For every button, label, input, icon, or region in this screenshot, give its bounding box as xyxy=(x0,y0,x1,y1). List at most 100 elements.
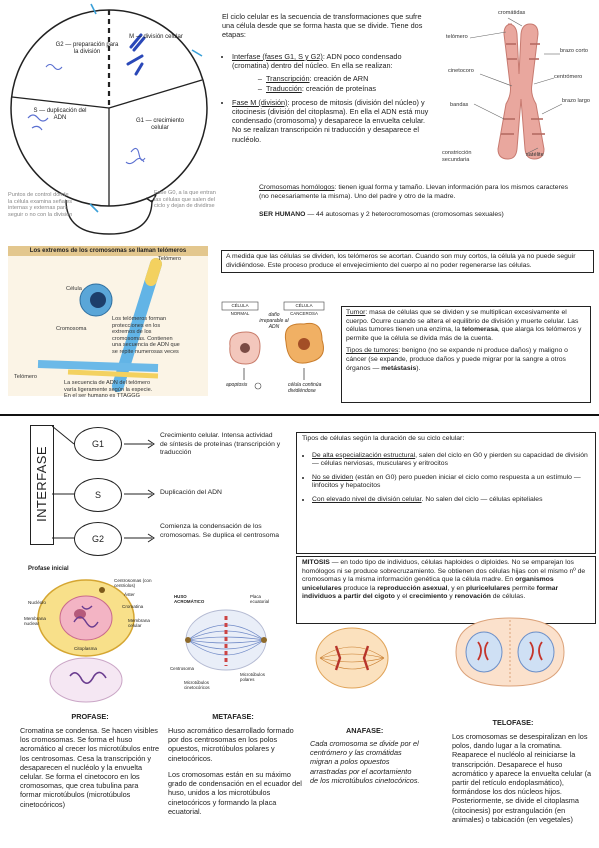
anafase-chromatids xyxy=(334,645,370,671)
apoptosis-mark xyxy=(254,382,262,390)
profase-centrosome xyxy=(99,587,105,593)
checkpoints-note: Puntos de control donde la célula examin… xyxy=(8,192,73,218)
interfase-title: Interfase (fases G1, S y G2) xyxy=(232,52,323,61)
m-label: M — división celular xyxy=(129,34,183,40)
mitosis-b5: crecimiento xyxy=(409,593,448,601)
homologos-body: : tienen igual forma y tamaño. Llevan in… xyxy=(259,184,569,200)
telomere-top xyxy=(145,258,162,286)
metafase-figure: HUSO ACROMÁTICO Placa ecuatorial Centros… xyxy=(164,590,284,702)
anafase-text: Cada cromosoma se divide por el centróme… xyxy=(310,739,420,785)
cell-type-2: No se dividen (están en G0) pero pueden … xyxy=(312,474,590,491)
cromosoma-label: Cromosoma xyxy=(56,326,87,332)
normal-tag xyxy=(221,301,259,311)
telomerasa: telomerasa xyxy=(462,326,498,334)
cell-type-2-text: (están en G0) pero pueden iniciar el cic… xyxy=(312,473,581,490)
metafase-text1: Huso acromático desarrollado formado por… xyxy=(168,726,294,763)
mitosis-text1: — en todo tipo de individuos, células ha… xyxy=(302,559,586,584)
telomeres-desc2: La secuencia de ADN del telómero varía l… xyxy=(64,380,153,400)
transcripcion-item: Transcripción: creación de ARN xyxy=(266,74,432,83)
centromero-label: centrómero xyxy=(554,74,583,80)
tumor-title: Tumor xyxy=(346,309,366,316)
mitosis-text7: de células. xyxy=(490,593,526,601)
cell-types-title: Tipos de células según la duración de su… xyxy=(302,435,465,442)
telofase-nucleus-left xyxy=(465,631,503,673)
mitosis-b2: reproducción asexual xyxy=(377,584,448,592)
citoplasma-label: Citoplasma xyxy=(74,646,97,651)
cell-type-3-text: . No salen del ciclo — células epitelial… xyxy=(421,495,543,503)
continua-label: célula continúa dividiéndose xyxy=(288,382,322,394)
satelite-label: satélite xyxy=(526,152,544,158)
mitosis-text6: y xyxy=(447,593,455,601)
homologos-title: Cromosomas homólogos xyxy=(259,184,335,191)
profase2-chromosomes xyxy=(69,671,107,684)
mitosis-text5: y el xyxy=(394,593,410,601)
nucleus-drawing xyxy=(90,292,106,308)
g2-desc: Comienza la condensación de los cromosom… xyxy=(160,523,279,539)
checkpoint-mark-2 xyxy=(191,49,203,57)
transcripcion-text: : creación de ARN xyxy=(309,74,369,84)
dna-strand xyxy=(37,360,159,372)
interfase-item: Interfase (fases G1, S y G2): ADN poco c… xyxy=(232,52,432,93)
tumor-text1: : masa de células que se dividen y se mu… xyxy=(346,309,579,334)
anafase-title: ANAFASE: xyxy=(346,726,384,735)
tumor-box: Tumor: masa de células que se dividen y … xyxy=(341,306,591,403)
ser-humano-body: — 44 autosomas y 2 heterocromosomas (cro… xyxy=(305,211,504,218)
traduccion-text: : creación de proteínas xyxy=(301,83,377,93)
normal-nucleus xyxy=(240,343,250,353)
normal-cell-label: CÉLULA NORMAL xyxy=(230,303,250,316)
checkpoint-mark-3 xyxy=(89,203,99,213)
g1-phase-chromatin xyxy=(125,147,146,165)
telomeres-header: Los extremos de los cromosomas se llaman… xyxy=(8,246,208,256)
profase-nucleus xyxy=(59,595,113,641)
cell-types-box: Tipos de células según la duración de su… xyxy=(296,432,596,554)
membrana-nuclear-label: Membrana nuclear xyxy=(24,616,46,627)
tipos-text2: ). xyxy=(416,364,421,372)
g2-label: G2 — preparación para la división xyxy=(55,42,119,56)
cell-type-3-title: Con elevado nivel de división celular xyxy=(312,495,422,503)
tipos-paragraph: Tipos de tumores: benigno (no se expande… xyxy=(346,347,586,373)
g1-label: G1 — crecimiento celular xyxy=(135,118,184,132)
telofase-text: Los cromosomas se desespiralizan en los … xyxy=(452,732,592,824)
metafase-centrosome-left xyxy=(185,637,191,643)
celula-label: Célula xyxy=(66,286,82,292)
transcripcion-title: Transcripción xyxy=(266,74,310,84)
interfase-connectors xyxy=(52,425,155,543)
telomeres-desc1: Los telómeros forman protecciones en los… xyxy=(112,316,180,355)
mitosis-box: MITOSIS — en todo tipo de individuos, cé… xyxy=(296,556,596,624)
constriccion-label: constricción secundaria xyxy=(442,150,472,163)
s-phase-chromatin xyxy=(27,114,49,131)
telofase-svg xyxy=(455,617,565,687)
chromosome-svg xyxy=(469,17,563,160)
intro-text: El ciclo celular es la secuencia de tran… xyxy=(222,12,423,40)
tumor-paragraph: Tumor: masa de células que se dividen y … xyxy=(346,309,586,343)
profase-text: Cromatina se condensa. Se hacen visibles… xyxy=(20,726,160,809)
cell-type-1: De alta especialización estructural, sal… xyxy=(312,452,590,469)
cinetocoro-label: cinetocoro xyxy=(448,68,474,74)
microtubulos-pol-label: Microtúbulos polares xyxy=(240,672,265,683)
cell-cycle-svg xyxy=(10,3,208,235)
traduccion-title: Traducción xyxy=(266,83,302,93)
traduccion-item: Traducción: creación de proteínas xyxy=(266,84,432,93)
cancer-nucleus xyxy=(298,338,310,350)
huso-label: HUSO ACROMÁTICO xyxy=(174,594,205,605)
interfase-text: : ADN poco condensado (cromatina) dentro… xyxy=(232,52,402,71)
telomeres-figure: Los extremos de los cromosomas se llaman… xyxy=(8,246,208,399)
mitosis-chromosomes xyxy=(126,33,146,76)
cell-type-1-title: De alta especialización estructural xyxy=(312,451,416,459)
s-label: S — duplicación del ADN xyxy=(33,108,87,122)
profase-title: PROFASE: xyxy=(71,712,109,721)
mitosis-b6: renovación xyxy=(454,593,491,601)
profase-fig-title: Profase inicial xyxy=(28,566,69,572)
placa-label: Placa ecuatorial xyxy=(250,594,270,605)
mitosis-b4: formar individuos a partir del cigoto xyxy=(302,584,559,601)
s-divider-right xyxy=(108,79,203,109)
mitosis-b3: pluricelulares xyxy=(465,584,511,592)
anafase-svg xyxy=(315,627,389,689)
telomere-box: A medida que las células se dividen, los… xyxy=(221,250,594,274)
metastasis: metástasis xyxy=(381,364,417,372)
fasem-item: Fase M (división): proceso de mitosis (d… xyxy=(232,98,432,144)
cromatidas-label: cromátidas xyxy=(498,10,526,16)
section-divider xyxy=(0,414,599,416)
g2-ellipse: G2 xyxy=(74,522,122,556)
tipos-text1: : benigno (no se expande ni produce daño… xyxy=(346,347,568,372)
